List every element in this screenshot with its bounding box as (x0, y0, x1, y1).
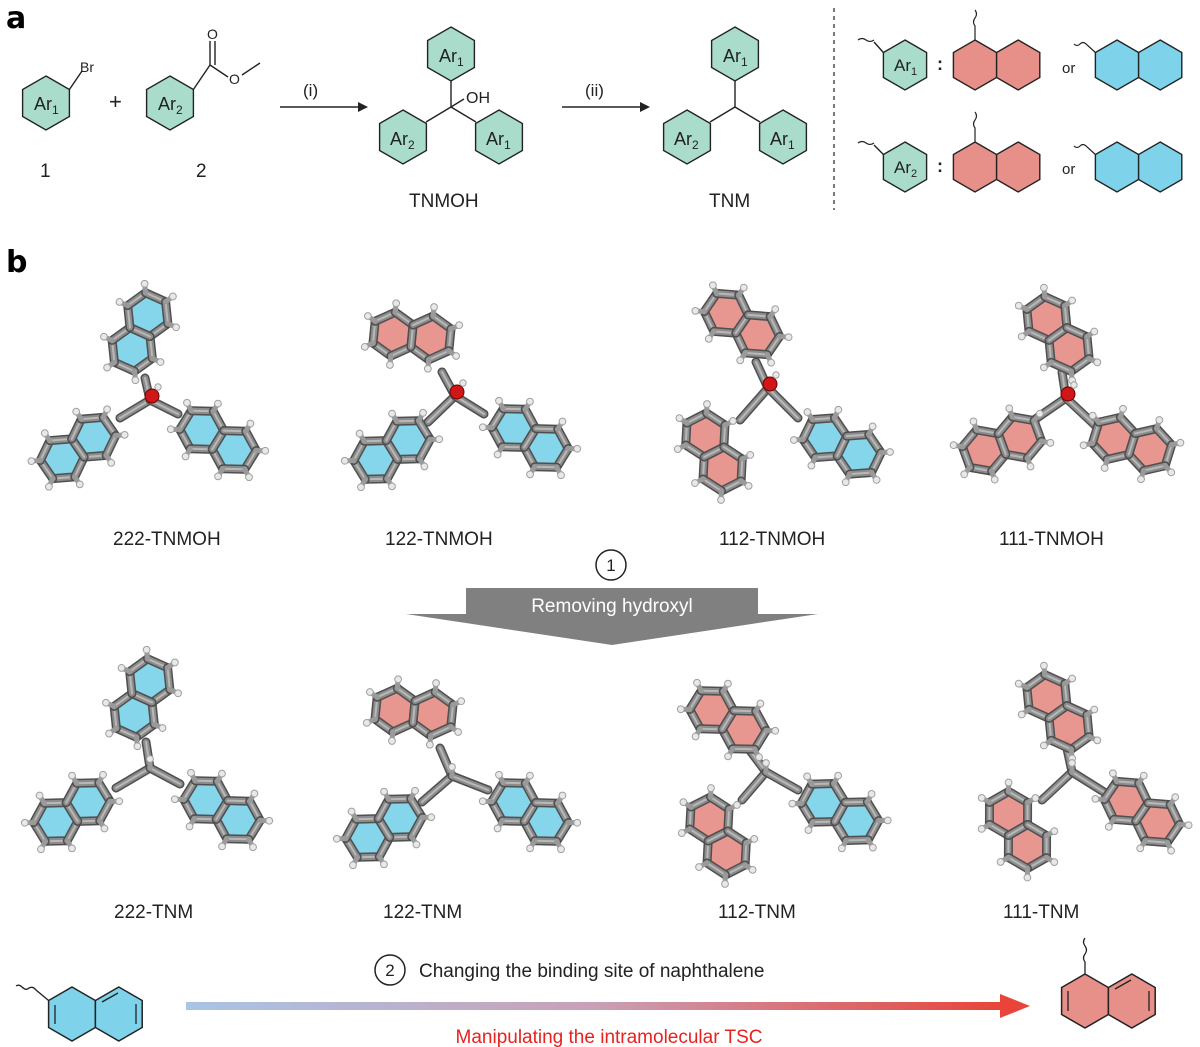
reaction-arrow-i (280, 102, 368, 112)
hydroxyl-122-tnmoh (449, 379, 467, 400)
tnm-name: TNM (709, 191, 750, 212)
molecule-222-tnmoh (27, 279, 270, 491)
tnmoh-structure: Ar1 OH Ar2 Ar1 (378, 26, 524, 165)
label-222-tnm: 222-TNM (114, 902, 193, 923)
hydroxyl-222-tnmoh (144, 383, 162, 404)
molecule-222-tnm (20, 645, 274, 854)
step-i-label: (i) (303, 81, 318, 100)
naphthyl-111-tnmoh-3 (1079, 404, 1185, 484)
naphthyl-112-tnmoh-2 (673, 400, 755, 504)
naphthyl-222-tnmoh-1 (100, 279, 180, 385)
hydroxyl-112-tnmoh (762, 371, 780, 392)
naphthyl-111-tnm-3 (1091, 769, 1193, 855)
reactant-2-ring-label: Ar2 (158, 94, 183, 117)
molecule-models (20, 279, 1193, 888)
molecule-112-tnm (676, 678, 892, 888)
molecule-112-tnmoh (673, 281, 894, 504)
molecule-122-tnm (332, 675, 582, 870)
step-1-badge: 1 (595, 549, 627, 581)
svg-text:Ar2: Ar2 (894, 158, 917, 180)
naphthyl-122-tnm-2 (332, 786, 436, 870)
label-122-tnm: 122-TNM (383, 902, 462, 923)
naphthyl-122-tnm-1 (362, 675, 466, 749)
step-ii-label: (ii) (585, 81, 604, 100)
label-222-tnmoh: 222-TNMOH (113, 529, 221, 550)
svg-text:Ar1: Ar1 (439, 46, 464, 69)
naphthyl-111-tnmoh-2 (949, 404, 1055, 484)
hydroxyl-label: OH (466, 90, 490, 107)
gradient-arrow (186, 994, 1030, 1018)
label-122-tnmoh: 122-TNMOH (385, 529, 493, 550)
panel-a-label: a (6, 1, 26, 36)
naphthyl-122-tnmoh-1 (360, 299, 464, 373)
svg-text::: : (937, 156, 943, 176)
molecule-111-tnm (977, 661, 1193, 882)
label-112-tnmoh: 112-TNMOH (719, 529, 825, 550)
tnm-structure: Ar1 Ar2 Ar1 (662, 26, 808, 165)
removing-hydroxyl-label: Removing hydroxyl (531, 596, 693, 617)
svg-text::: : (937, 54, 943, 74)
svg-text:Ar2: Ar2 (390, 129, 415, 152)
naphthyl-222-tnmoh-3 (166, 398, 270, 482)
naphthyl-112-tnm-2 (677, 784, 759, 888)
reaction-arrow-ii (562, 102, 650, 112)
reactant-2: Ar2 O O (145, 26, 261, 131)
svg-text:or: or (1062, 60, 1075, 77)
label-111-tnmoh: 111-TNMOH (999, 529, 1104, 550)
plus-sign: + (109, 89, 122, 114)
svg-text:Ar1: Ar1 (486, 129, 511, 152)
step-2-badge: 2 (374, 954, 406, 986)
svg-text:Ar1: Ar1 (770, 129, 795, 152)
naphthyl-222-tnmoh-2 (27, 405, 129, 491)
ester-oxygen-label: O (229, 71, 240, 87)
step-2-text: Changing the binding site of naphthalene (419, 961, 764, 982)
reactant-1: Ar1 Br (21, 59, 94, 131)
naphthyl-222-tnm-2 (20, 770, 124, 854)
svg-text:2: 2 (385, 961, 394, 980)
svg-text:1: 1 (606, 556, 615, 575)
molecule-122-tnmoh (340, 299, 582, 492)
reactant-1-ring-label: Ar1 (34, 94, 59, 117)
naphthyl-112-tnm-1 (676, 678, 780, 762)
label-112-tnm: 112-TNM (718, 902, 796, 923)
svg-text:or: or (1062, 161, 1075, 178)
label-111-tnm: 111-TNM (1003, 902, 1079, 923)
naphthyl-112-tnm-3 (788, 771, 892, 853)
naphthyl-111-tnm-1 (1014, 661, 1102, 763)
reactant-2-number: 2 (196, 161, 207, 182)
naphthyl-111-tnmoh-1 (1014, 283, 1102, 385)
naphthyl-122-tnmoh-3 (478, 396, 582, 480)
svg-text:Ar1: Ar1 (723, 46, 748, 69)
legend-ar2: Ar2 : or (857, 111, 1183, 193)
naphthyl-222-tnm-3 (170, 768, 274, 852)
bottom-2-naphthyl (15, 984, 143, 1042)
naphthyl-222-tnm-1 (102, 645, 182, 751)
svg-text:Ar2: Ar2 (674, 129, 699, 152)
hydroxyl-111-tnmoh (1060, 381, 1078, 402)
naphthyl-122-tnm-3 (478, 770, 582, 854)
reactant-1-number: 1 (40, 161, 51, 182)
tnmoh-name: TNMOH (409, 191, 479, 212)
bromine-label: Br (80, 59, 94, 75)
molecule-111-tnmoh (949, 283, 1185, 484)
legend-ar1: Ar1 : or (857, 9, 1183, 91)
naphthyl-122-tnmoh-2 (340, 408, 444, 492)
bottom-1-naphthyl (1060, 937, 1156, 1029)
svg-text:Ar1: Ar1 (894, 56, 917, 78)
naphthyl-112-tnmoh-1 (691, 281, 793, 367)
panel-b-label: b (6, 245, 27, 280)
removing-hydroxyl-arrow: Removing hydroxyl (406, 588, 818, 645)
manipulating-tsc-text: Manipulating the intramolecular TSC (456, 1027, 763, 1047)
naphthyl-111-tnm-2 (977, 778, 1059, 882)
carbonyl-oxygen-label: O (207, 26, 218, 42)
naphthyl-112-tnmoh-3 (790, 405, 894, 487)
